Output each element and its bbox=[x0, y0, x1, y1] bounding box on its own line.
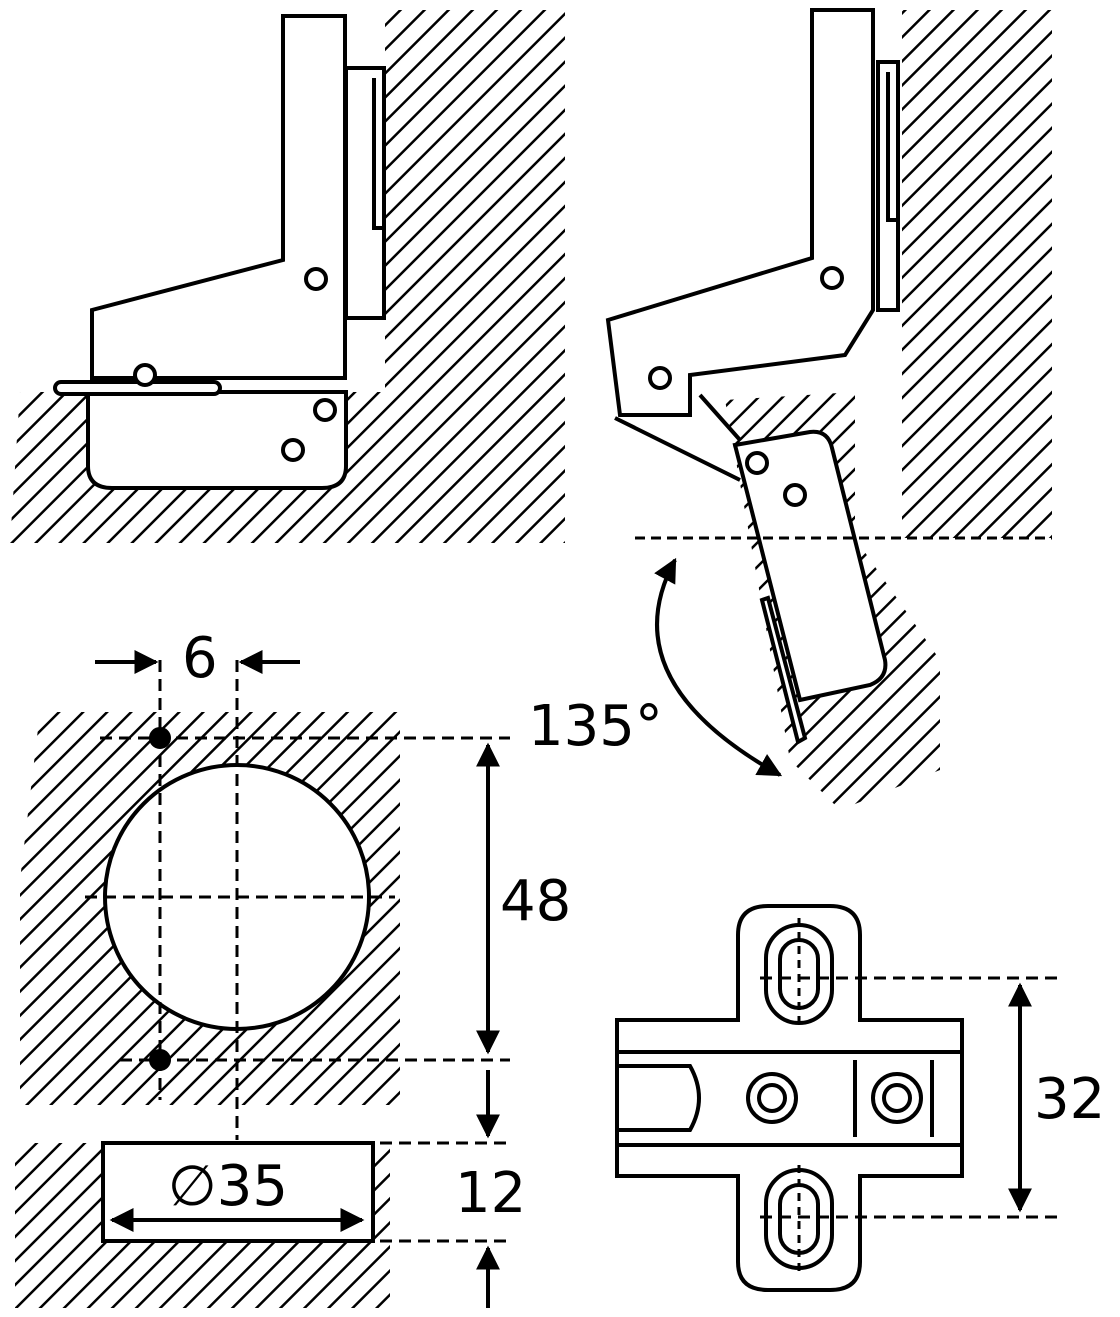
arm-pivot-hole bbox=[304, 267, 328, 291]
cup-section-view bbox=[15, 1070, 510, 1308]
screw-point-top bbox=[149, 727, 171, 749]
screw-point-bottom bbox=[149, 1049, 171, 1071]
mounting-plate-view bbox=[615, 904, 1058, 1292]
depth-label: 12 bbox=[455, 1161, 526, 1226]
arm-lower-hole bbox=[648, 366, 672, 390]
diameter-label: ∅35 bbox=[168, 1154, 288, 1219]
open-cup-hole-1 bbox=[745, 451, 769, 475]
cup-rivet bbox=[133, 363, 157, 387]
mounting-plate bbox=[344, 66, 386, 320]
cabinet-side-panel bbox=[385, 10, 565, 543]
open-cup bbox=[732, 429, 888, 703]
spacing-label: 48 bbox=[500, 869, 571, 934]
hinge-arm bbox=[90, 14, 347, 380]
offset-label: 6 bbox=[182, 626, 218, 691]
hinge-cup bbox=[86, 390, 348, 490]
drilling-plan-view bbox=[20, 650, 510, 1140]
link-lines bbox=[614, 393, 742, 482]
arm-pivot-hole-open bbox=[820, 266, 844, 290]
cabinet-side-panel-open bbox=[902, 10, 1052, 538]
plate-inner-line-open bbox=[886, 72, 898, 222]
angle-label: 135° bbox=[528, 694, 663, 759]
plate-inner-line bbox=[372, 78, 384, 230]
cup-screw-hole-1 bbox=[313, 398, 337, 422]
open-hinge-view bbox=[605, 8, 1052, 810]
cup-screw-hole-2 bbox=[281, 438, 305, 462]
plate-spacing-label: 32 bbox=[1034, 1067, 1105, 1132]
open-cup-hole-2 bbox=[783, 483, 807, 507]
closed-hinge-view bbox=[10, 10, 565, 543]
hinge-arm-open bbox=[605, 8, 875, 417]
plate-screw-2-inner bbox=[882, 1083, 912, 1113]
plate-slot bbox=[617, 1064, 701, 1132]
angle-arc bbox=[654, 557, 783, 777]
plate-screw-1-inner bbox=[757, 1083, 787, 1113]
